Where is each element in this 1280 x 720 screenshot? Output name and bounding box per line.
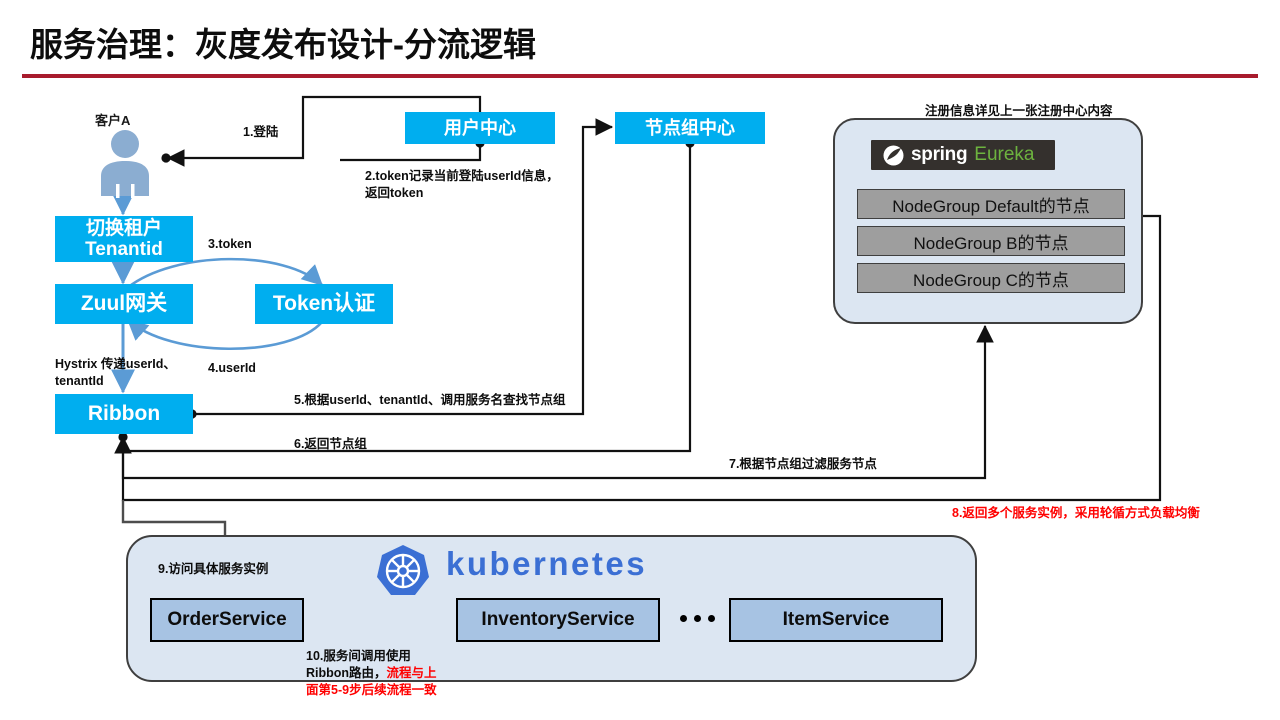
service-box-orderservice-label: OrderService (167, 609, 287, 630)
box-ribbon[interactable]: Ribbon (55, 394, 193, 434)
box-tenant-switch-line1: 切换租户 (85, 217, 162, 239)
nodegroup-row-default[interactable]: NodeGroup Default的节点 (857, 189, 1125, 219)
service-box-inventoryservice[interactable]: InventoryService (456, 598, 660, 642)
flow-label-step1: 1.登陆 (243, 125, 279, 139)
nodegroup-row-default-label: NodeGroup Default的节点 (892, 196, 1090, 216)
flow-label-step6: 6.返回节点组 (294, 437, 367, 451)
actor-label: 客户A (95, 113, 131, 128)
box-user-center-label: 用户中心 (444, 117, 516, 138)
flow-label-step10-black: 10.服务间调用使用 Ribbon路由， (306, 648, 411, 680)
page-title: 服务治理：灰度发布设计-分流逻辑 (30, 26, 536, 63)
services-ellipsis (680, 615, 715, 622)
nodegroup-row-b-label: NodeGroup B的节点 (913, 233, 1069, 253)
box-token-auth-label: Token认证 (272, 292, 376, 316)
kubernetes-icon (377, 545, 429, 595)
flow-label-step4: 4.userId (208, 361, 256, 375)
box-token-auth[interactable]: Token认证 (255, 284, 393, 324)
box-nodegroup-center[interactable]: 节点组中心 (615, 112, 765, 144)
flow-label-step7: 7.根据节点组过滤服务节点 (729, 457, 877, 471)
service-box-orderservice[interactable]: OrderService (150, 598, 304, 642)
flow-label-step3: 3.token (208, 237, 252, 251)
flow-label-step10-red: 流程与上 面第5-9步后续流程一致 (306, 665, 437, 697)
box-ribbon-label: Ribbon (87, 402, 161, 426)
title-divider (22, 74, 1258, 78)
box-tenant-switch[interactable]: 切换租户 Tenantid (55, 216, 193, 262)
box-user-center[interactable]: 用户中心 (405, 112, 555, 144)
spring-wordmark: spring (911, 144, 968, 165)
flow-label-hystrix: Hystrix 传递userId、 tenantId (55, 357, 176, 388)
eureka-caption: 注册信息详见上一张注册中心内容 (925, 104, 1113, 118)
flow-label-step2: 2.token记录当前登陆userId信息， 返回token (365, 169, 559, 200)
flow-label-step9: 9.访问具体服务实例 (158, 562, 269, 576)
nodegroup-row-c[interactable]: NodeGroup C的节点 (857, 263, 1125, 293)
flow-label-step5: 5.根据userId、tenantId、调用服务名查找节点组 (294, 393, 566, 407)
service-box-itemservice-label: ItemService (782, 609, 890, 630)
flow-label-step10: 10.服务间调用使用 Ribbon路由，流程与上 面第5-9步后续流程一致 (306, 631, 437, 699)
person-icon (101, 130, 149, 198)
box-nodegroup-center-label: 节点组中心 (645, 117, 735, 138)
spring-leaf-icon (883, 145, 904, 165)
service-box-inventoryservice-label: InventoryService (481, 609, 635, 630)
spring-eureka-logo: spring Eureka (871, 140, 1055, 170)
box-zuul-gateway[interactable]: Zuul网关 (55, 284, 193, 324)
nodegroup-row-c-label: NodeGroup C的节点 (913, 270, 1069, 290)
box-zuul-gateway-label: Zuul网关 (80, 292, 168, 316)
box-tenant-switch-line2: Tenantid (85, 239, 163, 260)
flow-label-step8: 8.返回多个服务实例，采用轮循方式负载均衡 (952, 506, 1200, 520)
service-box-itemservice[interactable]: ItemService (729, 598, 943, 642)
kubernetes-wordmark: kubernetes (446, 545, 648, 582)
eureka-wordmark: Eureka (974, 144, 1035, 165)
nodegroup-row-b[interactable]: NodeGroup B的节点 (857, 226, 1125, 256)
